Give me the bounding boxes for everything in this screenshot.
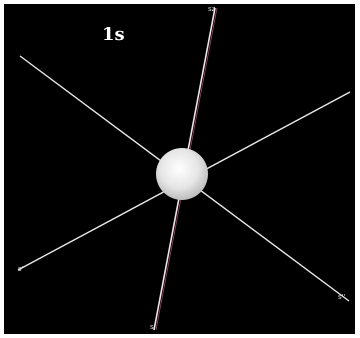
orbital-diagram [4,4,355,334]
orbital-sphere [156,148,208,200]
axis-label-left: s' [18,266,24,273]
diagram-frame: 1s sz s s' s'' [4,4,355,334]
axis-label-right: s'' [338,294,346,301]
axis-label-top: sz [208,6,215,13]
axis-label-bottom: s [150,324,154,331]
orbital-title: 1s [102,26,125,44]
